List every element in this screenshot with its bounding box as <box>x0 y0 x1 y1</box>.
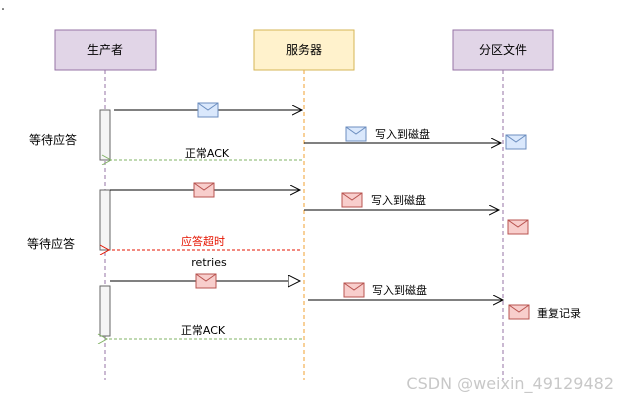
envelope-icon <box>193 182 215 198</box>
duplicate-label: 重复记录 <box>537 306 581 320</box>
watermark: CSDN @weixin_49129482 <box>406 374 614 394</box>
corner-dot <box>2 8 4 10</box>
activation-bar-1 <box>99 109 111 161</box>
write-label-1: 写入到磁盘 <box>375 127 430 141</box>
envelope-icon <box>508 304 530 320</box>
ack-label-1: 正常ACK <box>185 147 230 160</box>
envelope-icon <box>341 192 363 208</box>
envelope-icon <box>197 102 219 118</box>
partition-box <box>452 29 554 71</box>
activation-bar-3 <box>99 285 111 337</box>
retries-label: retries <box>191 256 227 269</box>
timeout-label: 应答超时 <box>181 234 225 248</box>
envelope-icon <box>345 126 367 142</box>
wait-label-2: 等待应答 <box>27 236 75 251</box>
activation-bar-2 <box>99 189 111 251</box>
producer-label: 生产者 <box>87 43 123 57</box>
server-label: 服务器 <box>286 42 322 57</box>
envelope-icon <box>195 273 217 289</box>
partition-label: 分区文件 <box>479 42 527 57</box>
write-label-3: 写入到磁盘 <box>372 283 427 297</box>
server-box <box>253 29 355 71</box>
ack-label-2: 正常ACK <box>181 324 226 337</box>
envelope-icon <box>507 219 529 235</box>
write-label-2: 写入到磁盘 <box>371 193 426 207</box>
wait-label-1: 等待应答 <box>29 132 77 147</box>
envelope-icon <box>343 282 365 298</box>
envelope-icon <box>505 134 527 150</box>
producer-box <box>54 29 157 71</box>
